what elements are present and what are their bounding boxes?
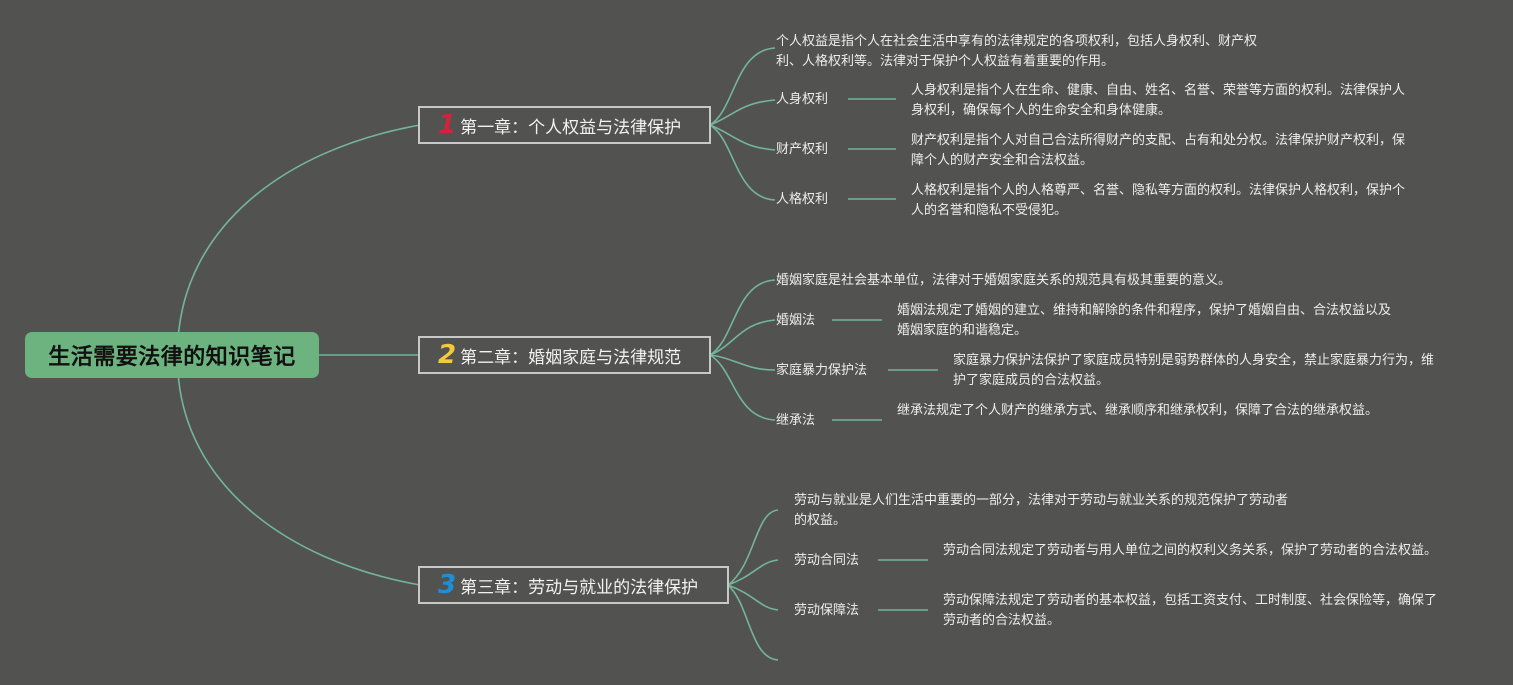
chapter-1-topic-2-desc[interactable]: 财产权利是指个人对自己合法所得财产的支配、占有和处分权。法律保护财产权利，保障个… (911, 133, 1406, 168)
connector-ch1-t3 (709, 124, 776, 201)
chapter-1-title: 第一章：个人权益与法律保护 (460, 117, 682, 138)
chapter-3-intro[interactable]: 劳动与就业是人们生活中重要的一部分，法律对于劳动与就业关系的规范保护了劳动者的权… (794, 493, 1289, 528)
connector-ch2-t2 (709, 354, 776, 371)
root-topic[interactable]: 生活需要法律的知识笔记 (25, 332, 319, 378)
connector-ch3-end (727, 584, 779, 661)
chapter-2-topic-2-desc[interactable]: 家庭暴力保护法保护了家庭成员特别是弱势群体的人身安全，禁止家庭暴力行为，维护了家… (953, 353, 1435, 388)
connector-ch3-t1 (727, 559, 779, 586)
connector-ch2-t3 (709, 354, 776, 421)
chapter-2-topic-3-desc[interactable]: 继承法规定了个人财产的继承方式、继承顺序和继承权利，保障了合法的继承权益。 (897, 403, 1379, 418)
chapter-3-topic-1-desc[interactable]: 劳动合同法规定了劳动者与用人单位之间的权利义务关系，保护了劳动者的合法权益。 (943, 543, 1438, 558)
connector-root-ch1 (177, 124, 421, 341)
chapter-3-topic-1[interactable]: 劳动合同法 (794, 553, 860, 568)
chapter-3-topic-2-desc[interactable]: 劳动保障法规定了劳动者的基本权益，包括工资支付、工时制度、社会保险等，确保了劳动… (943, 593, 1438, 628)
chapter-1-topic-3-desc[interactable]: 人格权利是指个人的人格尊严、名誉、隐私等方面的权利。法律保护人格权利，保护个人的… (911, 183, 1406, 218)
connector-ch1-intro (709, 47, 776, 126)
chapter-2-topic-1[interactable]: 婚姻法 (776, 313, 816, 328)
chapter-2-node[interactable]: 2 第二章：婚姻家庭与法律规范 (418, 336, 711, 374)
chapter-1-topic-1[interactable]: 人身权利 (776, 92, 829, 107)
chapter-3-topic-2[interactable]: 劳动保障法 (794, 603, 860, 618)
chapter-1-topic-3[interactable]: 人格权利 (776, 192, 829, 207)
connector-ch2-t1 (709, 319, 776, 356)
chapter-3-number-icon: 3 (438, 570, 457, 600)
connector-ch1-t2 (709, 124, 776, 151)
chapter-3-title: 第三章：劳动与就业的法律保护 (460, 577, 699, 598)
chapter-1-intro[interactable]: 个人权益是指个人在社会生活中享有的法律规定的各项权利，包括人身权利、财产权利、人… (776, 34, 1258, 69)
chapter-2-number-icon: 2 (438, 340, 457, 370)
root-title: 生活需要法律的知识笔记 (48, 345, 296, 370)
connector-ch2-intro (709, 279, 776, 356)
chapter-2-topic-1-desc[interactable]: 婚姻法规定了婚姻的建立、维持和解除的条件和程序，保护了婚姻自由、合法权益以及婚姻… (897, 303, 1392, 338)
chapter-2-intro[interactable]: 婚姻家庭是社会基本单位，法律对于婚姻家庭关系的规范具有极其重要的意义。 (776, 273, 1232, 288)
chapter-1-number-icon: 1 (438, 110, 457, 140)
chapter-1-node[interactable]: 1 第一章：个人权益与法律保护 (418, 106, 711, 144)
connector-ch3-intro (727, 509, 779, 586)
chapter-2-topic-3[interactable]: 继承法 (776, 413, 816, 428)
connector-ch3-t2 (727, 584, 779, 611)
connector-ch1-t1 (709, 99, 776, 126)
chapter-1-topic-2[interactable]: 财产权利 (776, 142, 829, 157)
chapter-1-topic-1-desc[interactable]: 人身权利是指个人在生命、健康、自由、姓名、名誉、荣誉等方面的权利。法律保护人身权… (911, 83, 1406, 118)
chapter-2-topic-2[interactable]: 家庭暴力保护法 (776, 363, 868, 378)
chapter-3-node[interactable]: 3 第三章：劳动与就业的法律保护 (418, 566, 729, 604)
connector-root-ch3 (177, 371, 421, 586)
chapter-2-title: 第二章：婚姻家庭与法律规范 (460, 347, 682, 368)
